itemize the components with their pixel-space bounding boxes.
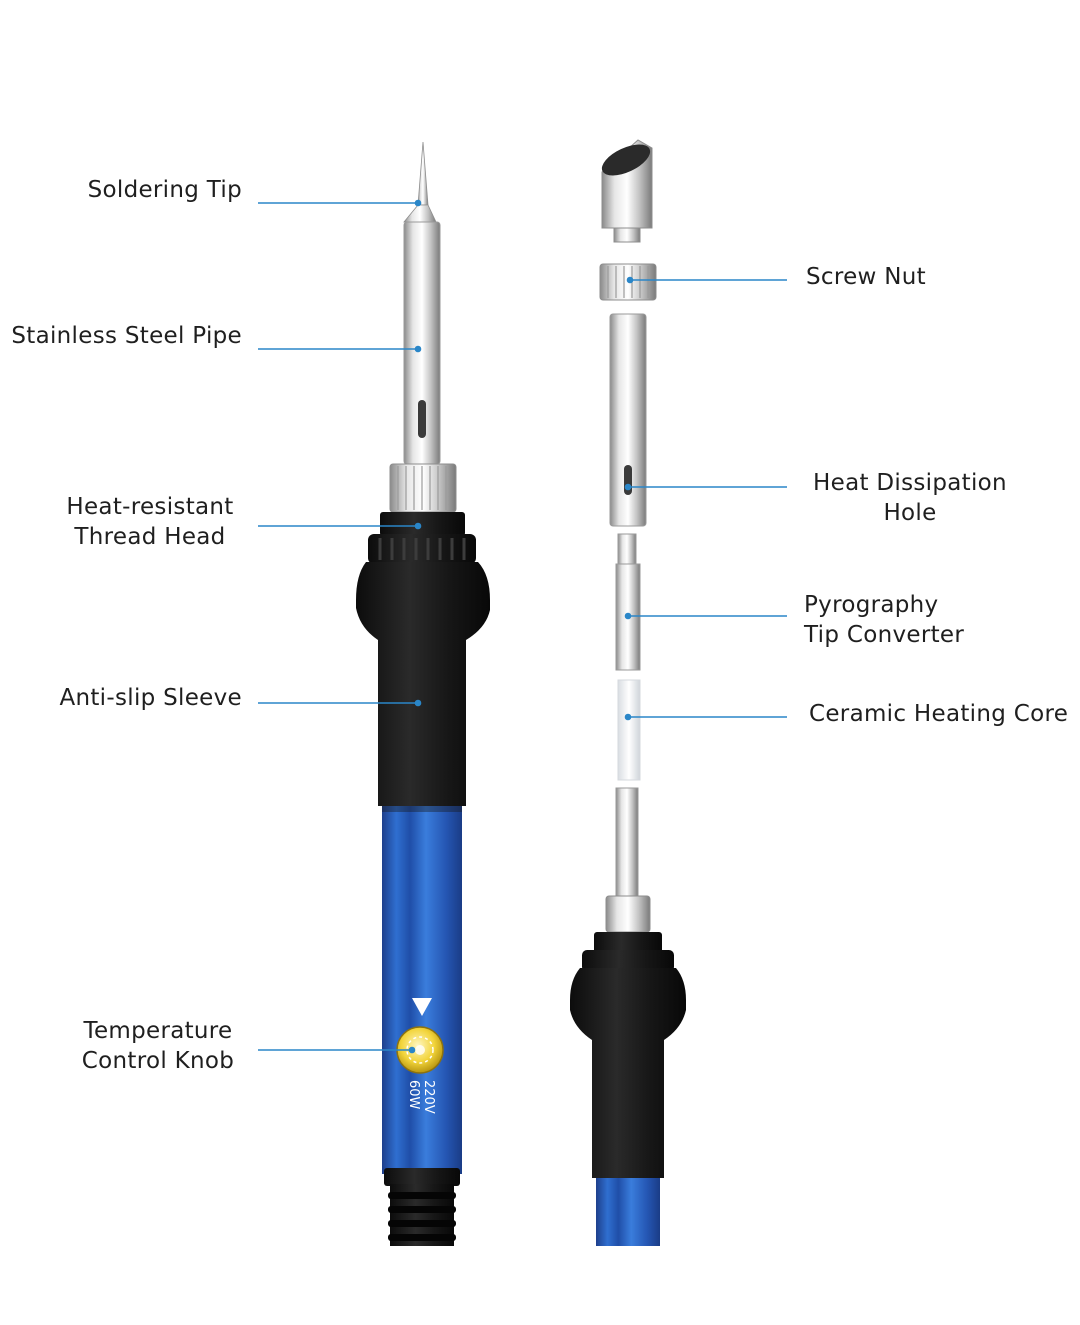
ceramic-core [618, 680, 640, 780]
label-pyrography-tip-converter: Pyrography Tip Converter [804, 590, 1024, 650]
dissipation-hole [624, 465, 632, 495]
blue-handle-right [596, 1178, 660, 1246]
label-ceramic-heating-core: Ceramic Heating Core [809, 699, 1077, 729]
pipe-slot [418, 400, 426, 438]
label-heat-dissipation-hole: Heat Dissipation Hole [800, 468, 1020, 528]
label-anti-slip-sleeve: Anti-slip Sleeve [30, 683, 242, 713]
blue-handle [382, 806, 462, 1174]
soldering-tip-needle [418, 142, 428, 205]
label-soldering-tip: Soldering Tip [40, 175, 242, 205]
label-temperature-knob: Temperature Control Knob [60, 1016, 256, 1076]
knob-voltage-text: 220V [421, 1080, 436, 1114]
assembled-iron: 220V 60W [356, 142, 490, 1246]
exploded-iron [570, 138, 686, 1246]
anti-slip-sleeve [356, 562, 490, 806]
label-screw-nut: Screw Nut [806, 262, 1006, 292]
label-thread-head: Heat-resistant Thread Head [48, 492, 252, 552]
leader-lines [258, 201, 787, 1053]
label-stainless-steel-pipe: Stainless Steel Pipe [0, 321, 242, 351]
knob-power-text: 60W [406, 1080, 421, 1110]
